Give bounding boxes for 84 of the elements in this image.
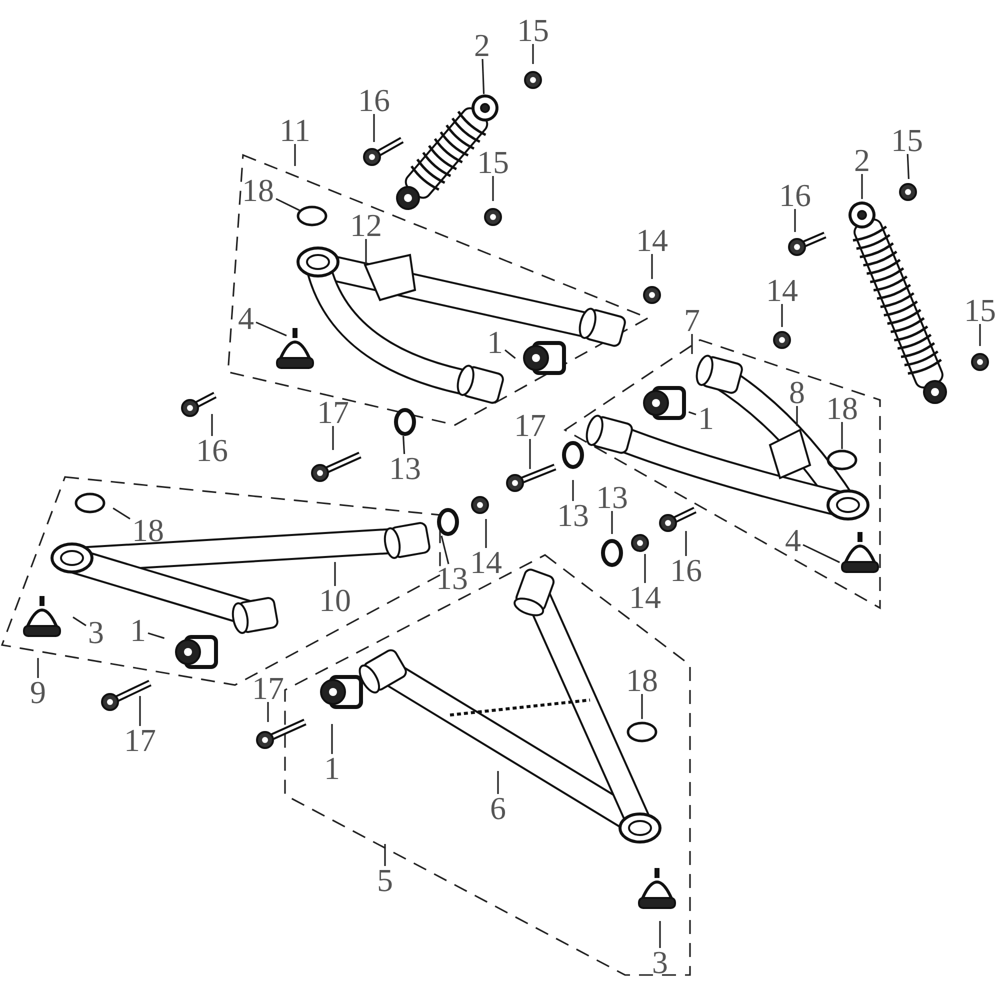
leader-line [979, 324, 981, 346]
leader-line [659, 921, 661, 948]
callout-number: 1 [324, 752, 340, 784]
leader-line [861, 174, 863, 199]
leader-line [688, 411, 696, 416]
leader-line [384, 844, 386, 866]
callout-number: 15 [517, 14, 549, 46]
callout-number: 15 [477, 146, 509, 178]
leader-line [139, 696, 141, 726]
leader-line [906, 154, 910, 180]
callout-number: 18 [242, 174, 274, 206]
callout-number: 17 [317, 396, 349, 428]
callout-number: 6 [490, 792, 506, 824]
callout-number: 11 [280, 114, 310, 146]
leader-line [211, 414, 213, 436]
callout-number: 17 [514, 409, 546, 441]
callout-number: 16 [196, 434, 228, 466]
callout-number: 1 [698, 402, 714, 434]
callout-number: 5 [377, 864, 393, 896]
callout-number: 14 [629, 581, 661, 613]
callout-number: 13 [557, 499, 589, 531]
leader-line [256, 322, 287, 336]
callout-number: 16 [779, 179, 811, 211]
leader-line [37, 658, 39, 678]
callout-number: 15 [891, 124, 923, 156]
callout-number: 14 [766, 274, 798, 306]
callout-number: 15 [964, 294, 996, 326]
leader-line [373, 114, 375, 142]
leader-line [841, 422, 843, 449]
leader-line [294, 144, 296, 166]
leader-line [482, 58, 485, 94]
leader-line [365, 239, 367, 264]
leader-line [504, 349, 516, 359]
callout-number: 13 [436, 562, 468, 594]
leader-line [332, 426, 334, 450]
callout-number: 4 [785, 524, 801, 556]
leader-line [794, 209, 796, 232]
callout-number: 2 [854, 144, 870, 176]
leader-line [440, 536, 450, 564]
callout-number: 16 [358, 84, 390, 116]
callout-number: 3 [652, 946, 668, 978]
callout-number: 4 [238, 302, 254, 334]
leader-line [529, 439, 531, 469]
leader-line [691, 334, 693, 354]
leader-line [644, 554, 646, 583]
callout-number: 9 [30, 676, 46, 708]
leader-line [651, 254, 653, 279]
callout-number: 17 [124, 724, 156, 756]
callout-number: 1 [130, 614, 146, 646]
callout-number: 8 [789, 376, 805, 408]
leader-line [276, 198, 300, 212]
callout-number: 2 [474, 29, 490, 61]
leader-line [72, 616, 86, 626]
callout-number: 10 [319, 584, 351, 616]
callout-number: 18 [132, 514, 164, 546]
callout-number: 14 [470, 546, 502, 578]
leader-line [112, 508, 130, 520]
callout-number: 18 [626, 664, 658, 696]
leader-line [497, 771, 499, 794]
leader-line [485, 519, 487, 548]
leader-line [572, 480, 574, 501]
callout-number: 1 [487, 326, 503, 358]
callout-number: 18 [826, 392, 858, 424]
callout-number: 12 [350, 209, 382, 241]
callout-number: 14 [636, 224, 668, 256]
leader-line [267, 702, 269, 722]
leader-line [781, 304, 783, 327]
leader-line [492, 176, 494, 201]
callout-number: 13 [596, 481, 628, 513]
leader-line [532, 44, 534, 64]
leader-line [402, 436, 406, 454]
callout-number: 7 [684, 304, 700, 336]
leader-line [331, 724, 333, 754]
leader-line [802, 544, 840, 564]
leader-line [611, 511, 613, 534]
callout-number: 3 [88, 616, 104, 648]
leader-line [685, 531, 687, 556]
leader-line [334, 562, 336, 586]
callout-number: 17 [252, 672, 284, 704]
leader-line [796, 406, 798, 426]
callout-number: 16 [670, 554, 702, 586]
leader-line [641, 694, 643, 719]
callout-number: 13 [389, 452, 421, 484]
leader-line [148, 632, 165, 639]
